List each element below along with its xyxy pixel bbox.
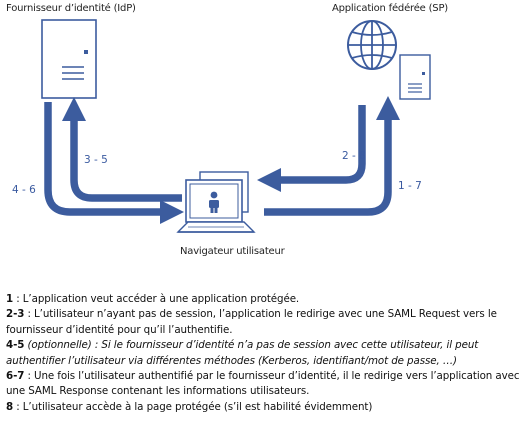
arrow-2-8 xyxy=(257,105,366,193)
step-label-4-6: 4 - 6 xyxy=(12,184,36,196)
sp-server-icon xyxy=(399,54,431,100)
saml-flow-diagram: Fournisseur d’identité (IdP) Application… xyxy=(6,3,448,257)
idp-label: Fournisseur d’identité (IdP) xyxy=(6,3,136,14)
arrow-3-5 xyxy=(61,97,182,202)
arrow-1-7 xyxy=(264,96,400,216)
legend-item-6-7: 6-7 : Une fois l’utilisateur authentifié… xyxy=(6,370,520,398)
arrow-4-6 xyxy=(44,102,184,224)
legend-item-4-5: 4-5 (optionnelle) : Si le fournisseur d’… xyxy=(6,339,479,367)
step-label-1-7: 1 - 7 xyxy=(398,180,422,192)
idp-server-icon xyxy=(41,19,97,99)
user-icon xyxy=(209,191,219,213)
globe-icon xyxy=(347,20,397,70)
step-label-3-5: 3 - 5 xyxy=(84,154,108,166)
computer-icon xyxy=(176,171,256,233)
legend-item-2-3: 2-3 : L’utilisateur n’ayant pas de sessi… xyxy=(6,308,497,336)
browser-label: Navigateur utilisateur xyxy=(180,246,285,257)
legend-item-1: 1 : L’application veut accéder à une app… xyxy=(6,293,300,305)
legend-item-8: 8 : L’utilisateur accède à la page proté… xyxy=(6,400,373,413)
sp-label: Application fédérée (SP) xyxy=(332,3,448,14)
legend: 1 : L’application veut accéder à une app… xyxy=(6,292,524,415)
step-label-2-8: 2 - 8 xyxy=(342,150,366,162)
diagram-canvas xyxy=(41,19,431,233)
